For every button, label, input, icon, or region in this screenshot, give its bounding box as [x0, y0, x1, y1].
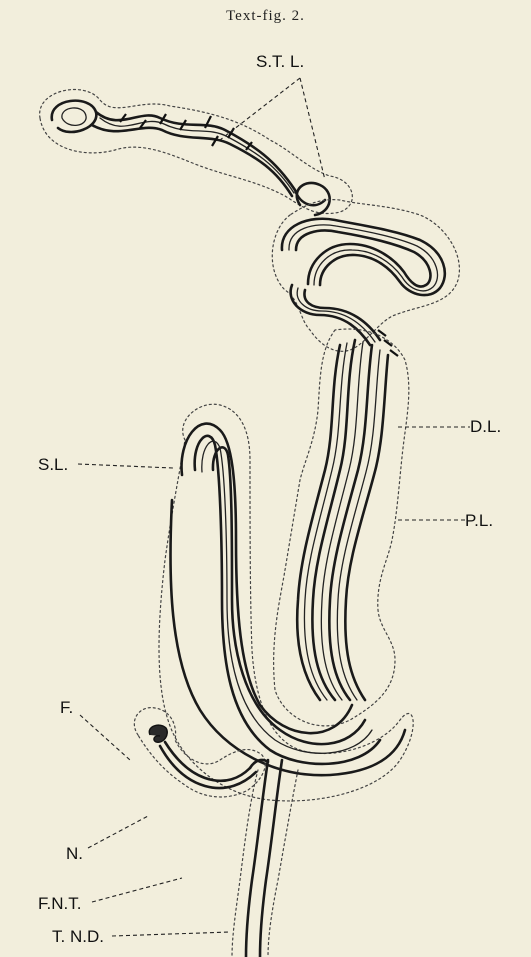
- label-ascending-limb: S.L.: [38, 455, 68, 475]
- label-terminal-duct: T. N.D.: [52, 927, 104, 947]
- label-funnel-neck-tubule: F.N.T.: [38, 894, 81, 914]
- ascending-limb-and-loop: [159, 404, 413, 801]
- label-short-thin-limb: S.T. L.: [256, 52, 304, 72]
- terminal-duct: [232, 760, 298, 957]
- funnel-and-nephrostome: [134, 708, 268, 797]
- label-proximal-limb: P.L.: [465, 511, 493, 531]
- leader-lines: [78, 78, 470, 936]
- nephrostome-funnel-shape: [149, 725, 167, 742]
- label-nephrostome: N.: [66, 844, 83, 864]
- label-funnel: F.: [60, 698, 73, 718]
- label-distal-limb: D.L.: [470, 417, 501, 437]
- short-thin-limb: [40, 90, 353, 215]
- distal-convolutions: [272, 200, 459, 352]
- descending-and-proximal-limbs: [274, 329, 409, 726]
